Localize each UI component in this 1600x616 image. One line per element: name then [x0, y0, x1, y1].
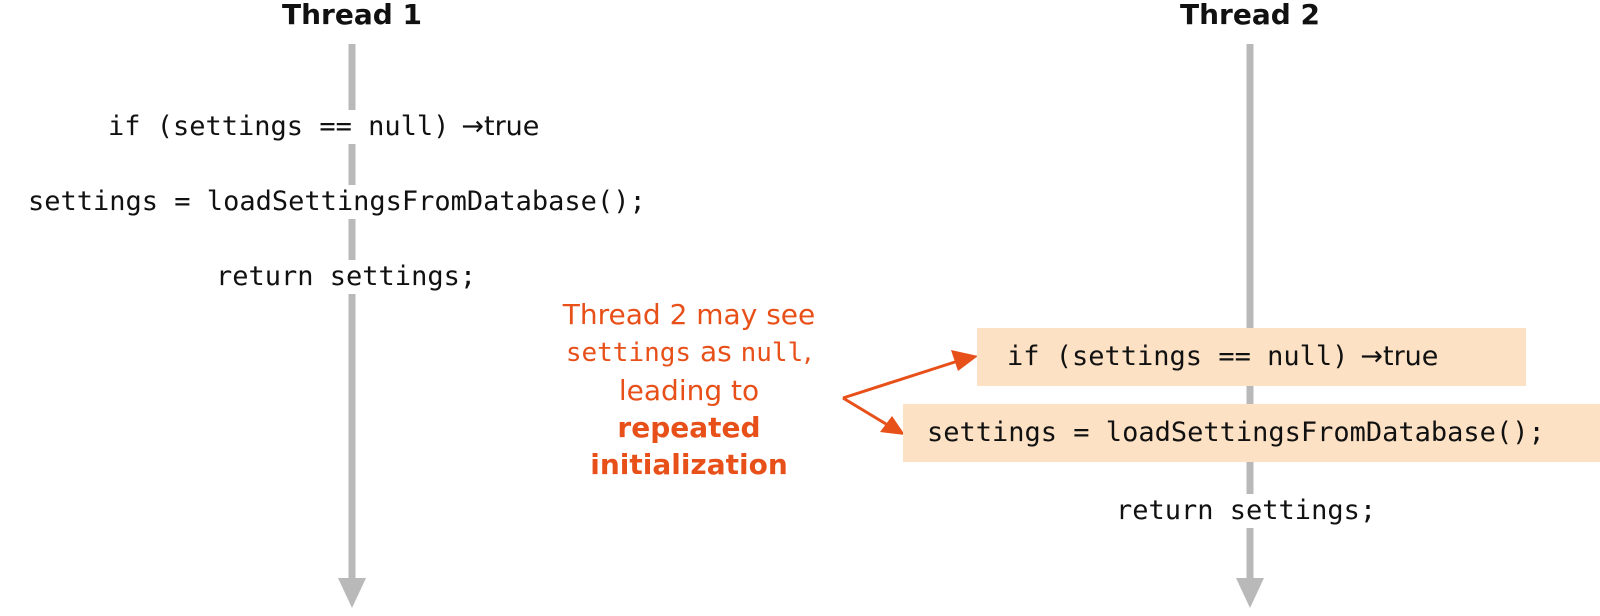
- thread1-step-return: return settings;: [212, 260, 481, 294]
- thread1-step-load: settings = loadSettingsFromDatabase();: [24, 185, 650, 219]
- thread1-arrow-icon: →: [461, 111, 484, 142]
- thread1-title: Thread 1: [282, 0, 422, 31]
- thread2-lane-arrowhead: [1236, 578, 1264, 608]
- annotation-line2: settings as null,: [549, 333, 829, 372]
- annotation-null-code: null: [740, 338, 804, 368]
- thread2-step-return: return settings;: [1112, 494, 1381, 528]
- thread1-check-code: if (settings == null): [108, 111, 450, 142]
- thread2-step-load: settings = loadSettingsFromDatabase();: [903, 404, 1600, 462]
- annotation-line4: repeated: [549, 409, 829, 446]
- thread2-step-check: if (settings == null) →true: [977, 328, 1526, 386]
- thread2-title: Thread 2: [1180, 0, 1320, 31]
- annotation-initialization: initialization: [590, 448, 788, 481]
- annotation-line1: Thread 2 may see: [562, 298, 816, 331]
- annotation-arrow-lower: [842, 396, 887, 426]
- annotation-as: as: [691, 335, 741, 368]
- thread1-lane-arrowhead: [338, 578, 366, 608]
- annotation-line5: initialization: [549, 446, 829, 483]
- annotation-comma: ,: [803, 335, 813, 368]
- annotation-settings-code: settings: [565, 338, 692, 368]
- thread2-arrow-icon: →: [1360, 341, 1383, 372]
- thread1-check-result: true: [484, 111, 540, 142]
- annotation-arrow-upper: [842, 359, 959, 400]
- thread2-check-code: if (settings == null): [1007, 341, 1349, 372]
- annotation-arrowhead-lower: [880, 416, 905, 435]
- thread1-step-check: if (settings == null) →true: [104, 110, 544, 144]
- annotation-repeated: repeated: [617, 411, 761, 444]
- race-annotation: Thread 2 may see settings as null, leadi…: [549, 296, 829, 483]
- annotation-arrowhead-upper: [951, 350, 978, 371]
- annotation-line3: leading to: [618, 374, 760, 407]
- thread2-check-result: true: [1383, 341, 1439, 372]
